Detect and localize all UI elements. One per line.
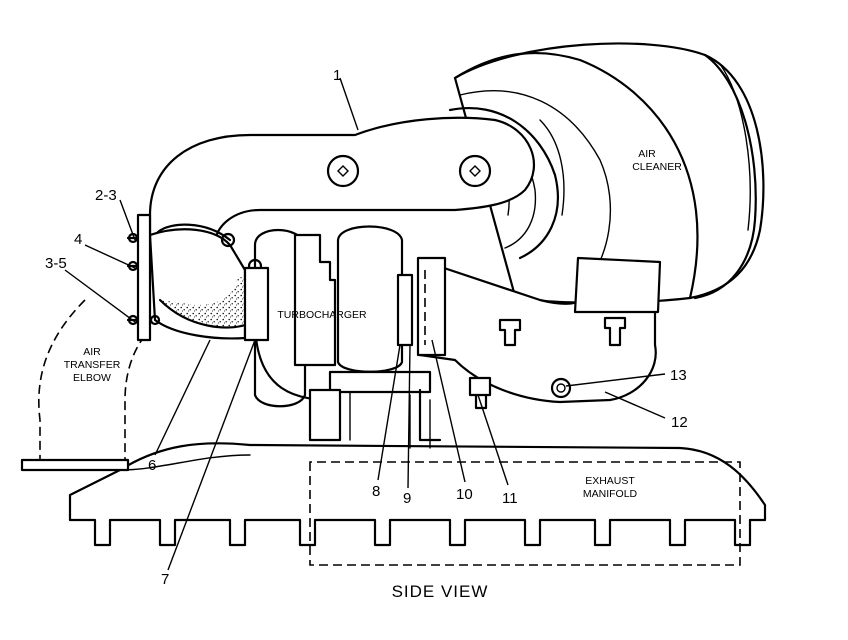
callout-2-3: 2-3 bbox=[95, 187, 117, 204]
label-air-transfer-elbow-line3: ELBOW bbox=[73, 372, 111, 384]
callout-4: 4 bbox=[74, 231, 82, 248]
callout-6: 6 bbox=[148, 457, 156, 474]
label-air-cleaner-line1: AIR bbox=[638, 148, 656, 160]
callout-8: 8 bbox=[372, 483, 380, 500]
air-transfer-elbow bbox=[20, 299, 151, 472]
exhaust-manifold bbox=[68, 394, 767, 566]
callout-13: 13 bbox=[670, 367, 687, 384]
compressor-adapter bbox=[396, 256, 447, 357]
callouts: 1 2-3 4 3-5 6 7 8 9 10 11 12 13 bbox=[45, 67, 688, 588]
callout-12: 12 bbox=[671, 414, 688, 431]
crossover-tube bbox=[148, 116, 535, 247]
component-labels: AIR CLEANER TURBOCHARGER AIR TRANSFER EL… bbox=[64, 148, 683, 500]
air-cleaner bbox=[448, 42, 765, 304]
label-turbocharger: TURBOCHARGER bbox=[277, 309, 367, 321]
label-exhaust-manifold-line2: MANIFOLD bbox=[583, 488, 638, 500]
callout-7: 7 bbox=[161, 571, 169, 588]
label-exhaust-manifold-line1: EXHAUST bbox=[585, 475, 635, 487]
label-air-transfer-elbow-line2: TRANSFER bbox=[64, 359, 121, 371]
air-inlet-pipe bbox=[418, 256, 662, 442]
callout-1: 1 bbox=[333, 67, 341, 84]
label-air-transfer-elbow-line1: AIR bbox=[83, 346, 101, 358]
label-air-cleaner-line2: CLEANER bbox=[632, 161, 682, 173]
leader-lines bbox=[64, 77, 666, 571]
mounting-bolt bbox=[550, 377, 572, 399]
callout-3-5: 3-5 bbox=[45, 255, 67, 272]
callout-11: 11 bbox=[502, 490, 518, 507]
callout-10: 10 bbox=[456, 486, 473, 503]
inlet-elbow bbox=[126, 213, 270, 342]
callout-9: 9 bbox=[403, 490, 411, 507]
view-caption: SIDE VIEW bbox=[392, 582, 489, 601]
